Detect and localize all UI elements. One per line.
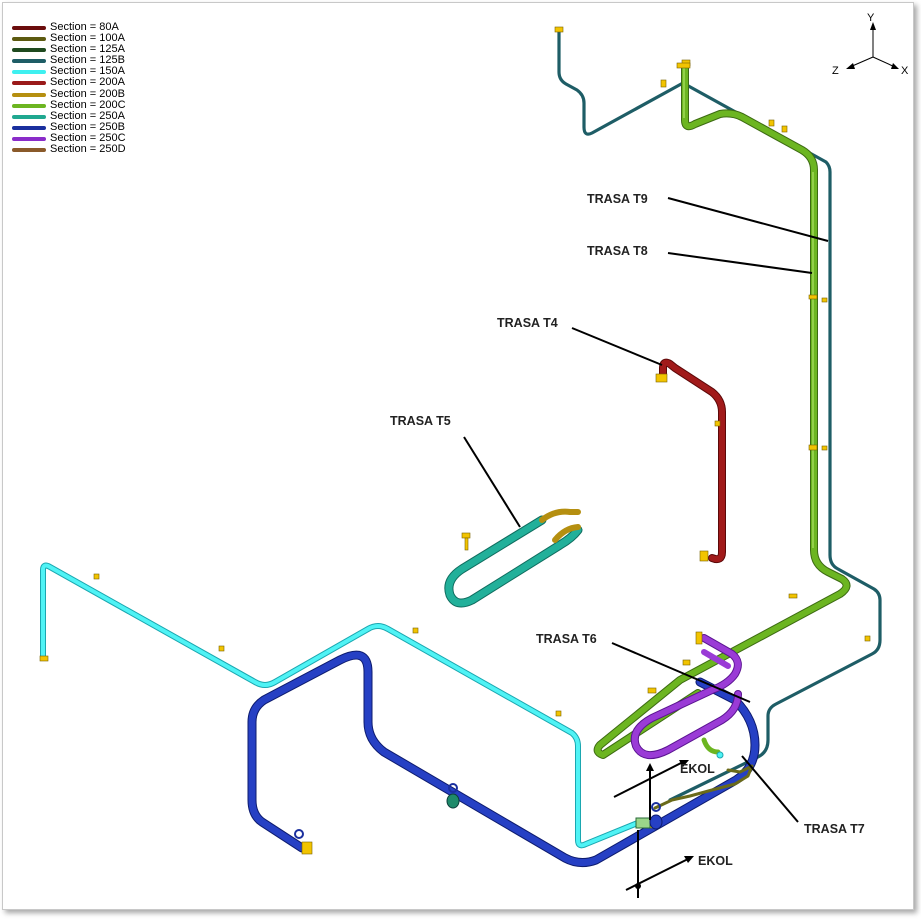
callout-leaders [463, 197, 829, 898]
axis-label-x: X [901, 65, 909, 77]
legend-label: Section = 250B [50, 120, 125, 133]
legend-item: Section = 200C [12, 98, 152, 112]
callout-trasa-t5: TRASA T5 [390, 414, 451, 428]
legend-swatch [12, 136, 46, 141]
callout-trasa-t9: TRASA T9 [587, 192, 648, 206]
pipe-125b [557, 30, 882, 802]
legend-label: Section = 250C [50, 131, 126, 144]
legend-label: Section = 250A [50, 109, 125, 122]
legend-swatch [12, 48, 46, 53]
pipe-250c-t6 [630, 634, 742, 760]
legend-item: Section = 80A [12, 21, 152, 34]
legend-item: Section = 200B [12, 87, 152, 101]
valve-markers [294, 751, 724, 839]
legend-swatch [12, 70, 46, 75]
legend-swatch [12, 59, 46, 64]
pipe-100a-t7 [653, 737, 754, 810]
legend-swatch [12, 148, 46, 153]
legend-item: Section = 250A [12, 109, 152, 123]
legend-label: Section = 100A [50, 32, 125, 45]
callout-trasa-t4: TRASA T4 [497, 316, 558, 330]
callout-arrowheads [635, 760, 694, 889]
callout-trasa-t7: TRASA T7 [804, 822, 865, 836]
viewport-frame [2, 2, 914, 910]
section-legend: Section = 80A Section = 100A Section = 1… [12, 21, 152, 156]
legend-label: Section = 150A [50, 65, 125, 78]
legend-item: Section = 250D [12, 143, 152, 156]
legend-swatch [12, 26, 46, 30]
legend-swatch [12, 92, 46, 97]
pipe-150a [40, 562, 643, 849]
legend-label: Section = 125B [50, 54, 125, 67]
legend-item: Section = 250B [12, 120, 152, 134]
legend-item: Section = 100A [12, 32, 152, 45]
pipe-200a-t4 [659, 358, 726, 564]
legend-swatch [12, 81, 46, 86]
legend-label: Section = 200B [50, 87, 125, 100]
legend-label: Section = 200A [50, 76, 125, 89]
callout-trasa-t6: TRASA T6 [536, 632, 597, 646]
legend-label: Section = 80A [50, 21, 119, 33]
callout-ekol-lower: EKOL [698, 854, 733, 868]
axis-label-y: Y [867, 12, 875, 24]
legend-swatch [12, 37, 46, 42]
callout-ekol-upper: EKOL [680, 762, 715, 776]
legend-label: Section = 125A [50, 43, 125, 56]
axis-triad: Y Z X [832, 12, 909, 77]
legend-item: Section = 200A [12, 76, 152, 89]
legend-swatch [12, 114, 46, 119]
callout-labels: TRASA T9 TRASA T8 TRASA T4 TRASA T5 TRAS… [390, 192, 865, 868]
legend-label: Section = 250D [50, 143, 126, 156]
pipe-250a-t5 [444, 508, 583, 608]
axis-label-z: Z [832, 65, 839, 77]
legend-swatch [12, 103, 46, 108]
legend-item: Section = 125A [12, 43, 152, 56]
pipe-250b [247, 650, 760, 868]
legend-swatch [12, 125, 46, 130]
legend-item: Section = 250C [12, 131, 152, 145]
legend-item: Section = 125B [12, 54, 152, 67]
callout-trasa-t8: TRASA T8 [587, 244, 648, 258]
legend-label: Section = 200C [50, 98, 126, 111]
legend-item: Section = 150A [12, 65, 152, 78]
pipe-200c-t8 [593, 62, 851, 759]
pipe-supports [39, 26, 871, 855]
